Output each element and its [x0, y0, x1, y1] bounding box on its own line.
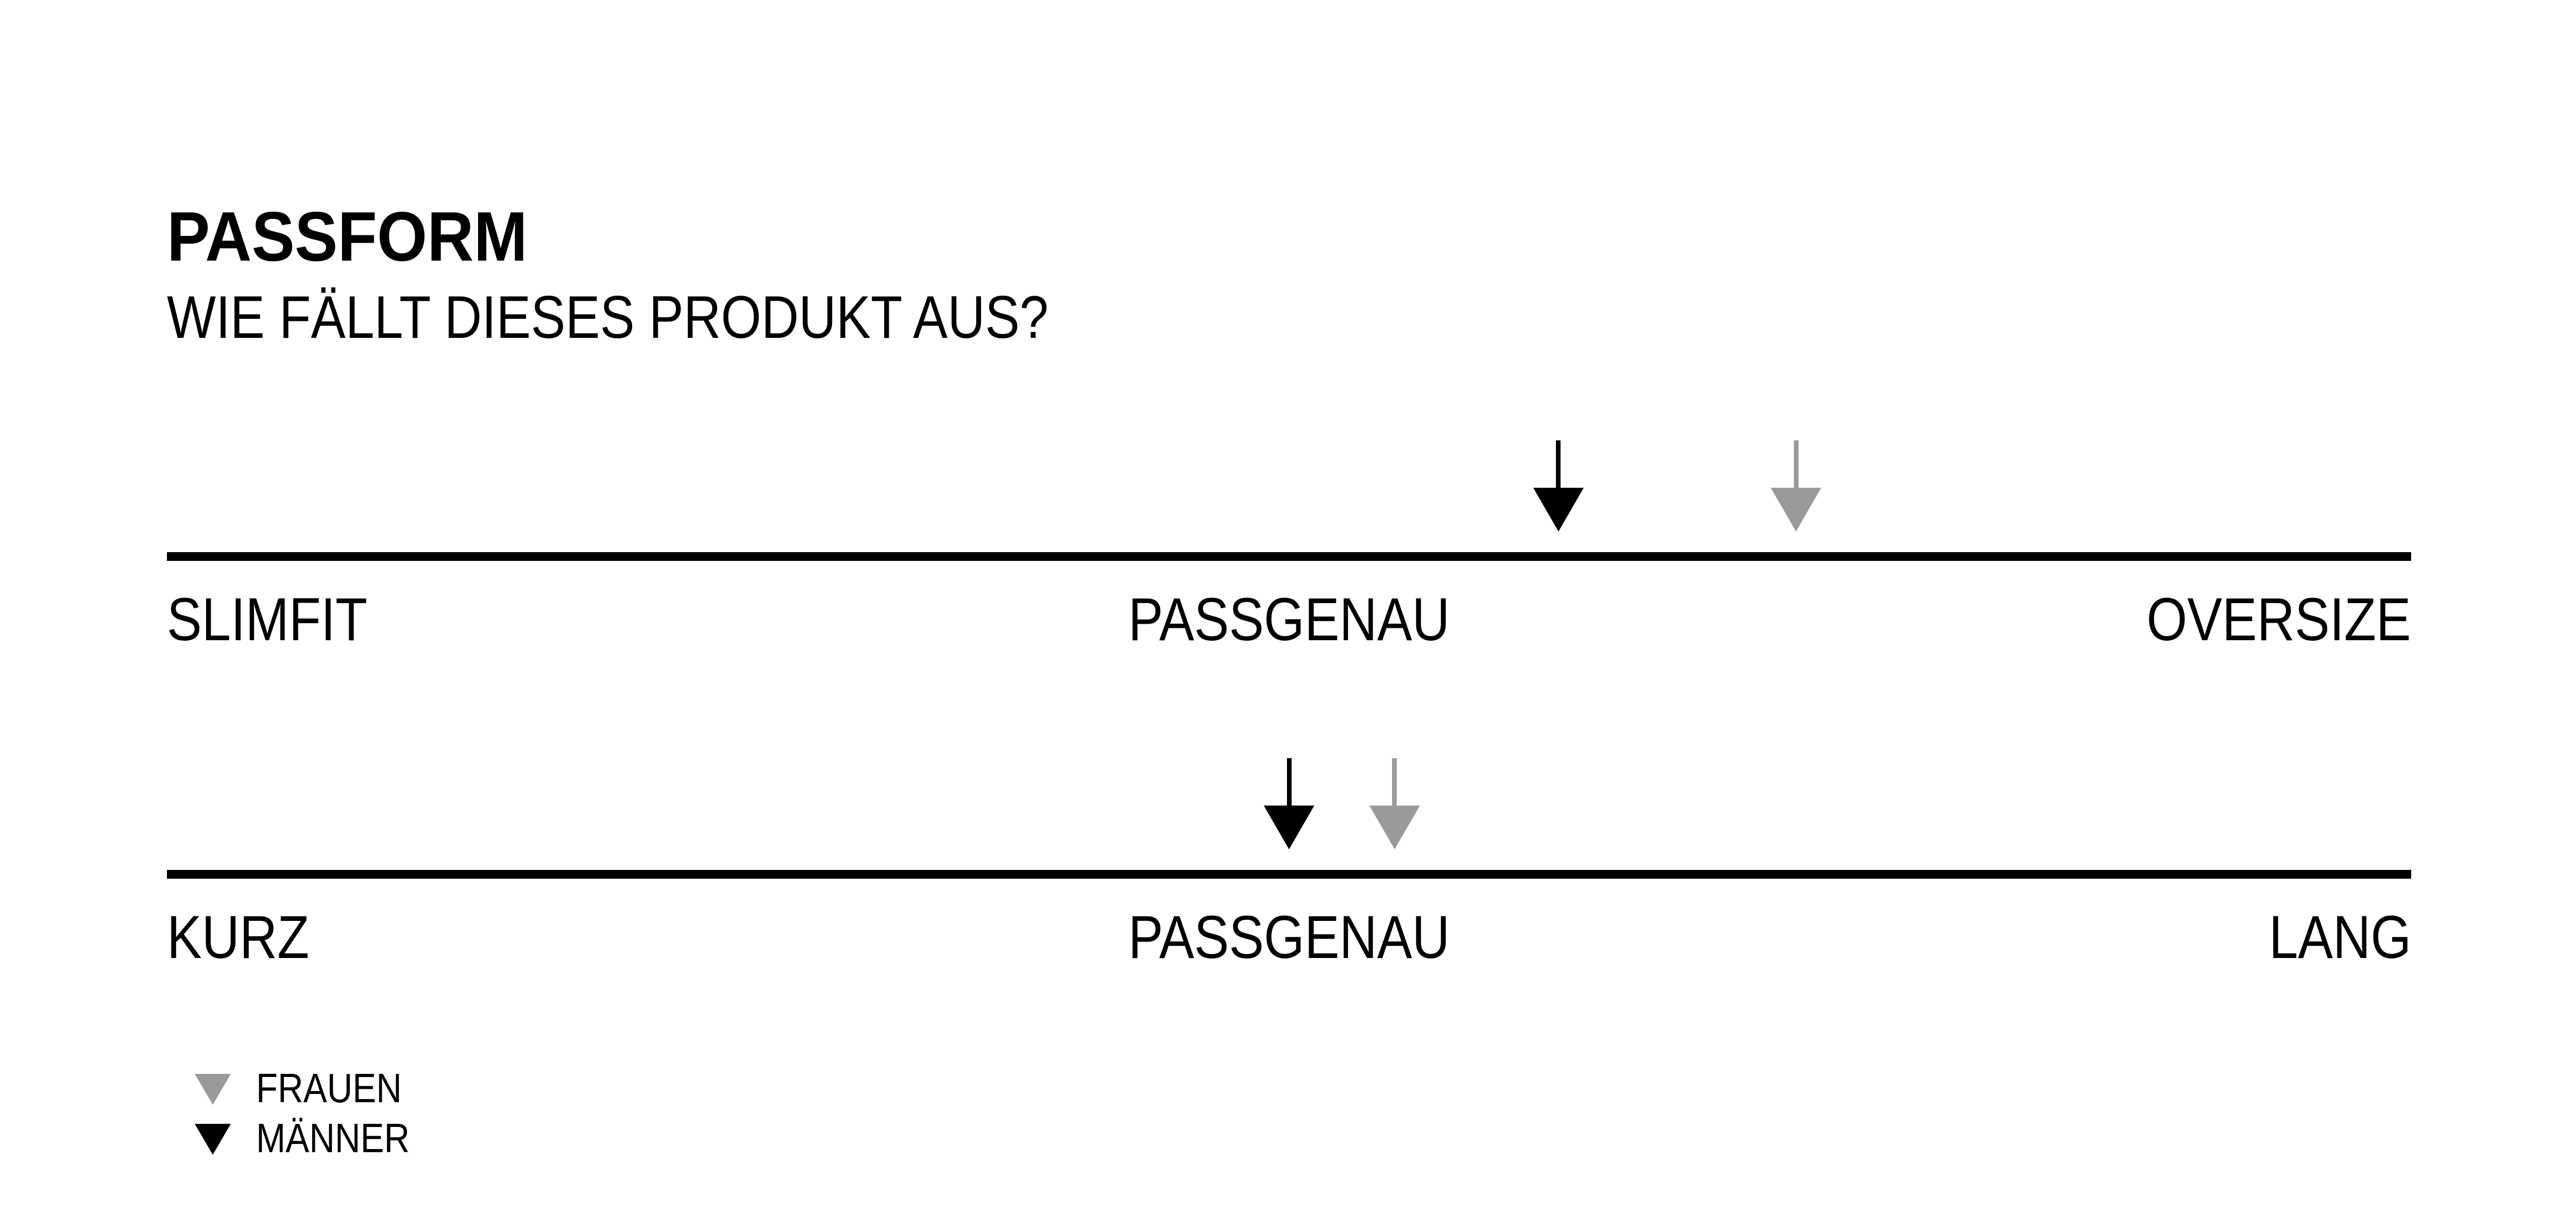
scale-label-center: PASSGENAU — [1128, 903, 1450, 971]
scale-label-center: PASSGENAU — [1128, 586, 1450, 654]
scale-line — [167, 870, 2411, 879]
marker-arrow-frauen — [1771, 440, 1822, 532]
page-subtitle: WIE FÄLLT DIESES PRODUKT AUS? — [167, 283, 1049, 351]
length-fit-markers — [167, 758, 2411, 849]
marker-arrow-frauen — [1369, 758, 1420, 849]
width-fit-scale: SLIMFIT PASSGENAU OVERSIZE — [167, 440, 2411, 688]
width-fit-markers — [167, 440, 2411, 532]
legend-item-maenner: MÄNNER — [195, 1118, 658, 1174]
marker-arrow-maenner — [1533, 440, 1584, 532]
maenner-triangle-icon — [195, 1124, 231, 1155]
legend-label-maenner: MÄNNER — [256, 1115, 410, 1161]
scale-label-right: OVERSIZE — [2146, 586, 2411, 654]
frauen-triangle-icon — [195, 1074, 231, 1105]
page-title: PASSFORM — [167, 197, 528, 276]
scale-label-left: SLIMFIT — [167, 586, 368, 654]
scale-label-left: KURZ — [167, 903, 310, 971]
legend: FRAUEN MÄNNER — [195, 1068, 658, 1187]
marker-arrow-maenner — [1264, 758, 1314, 849]
length-fit-scale: KURZ PASSGENAU LANG — [167, 758, 2411, 1005]
legend-item-frauen: FRAUEN — [195, 1068, 658, 1124]
scale-line — [167, 552, 2411, 561]
legend-label-frauen: FRAUEN — [256, 1065, 402, 1111]
scale-label-right: LANG — [2268, 903, 2411, 971]
